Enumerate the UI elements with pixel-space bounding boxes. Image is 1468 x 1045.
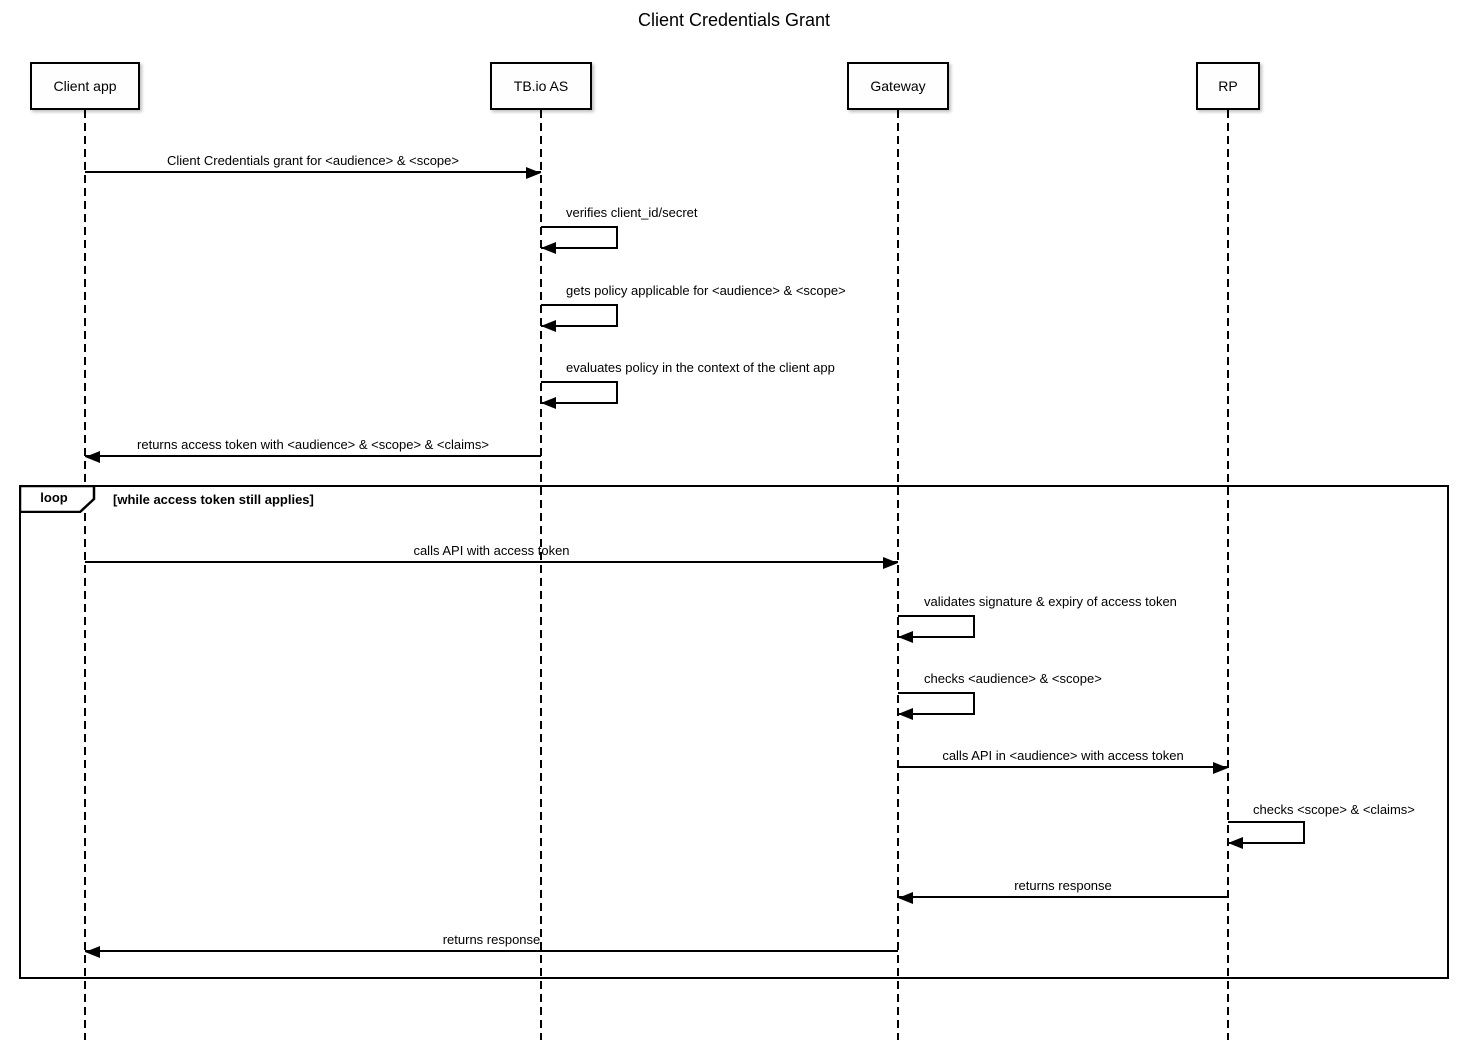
lifeline-gateway xyxy=(897,110,899,1040)
message-line xyxy=(85,950,898,952)
actor-gateway: Gateway xyxy=(847,62,949,110)
arrowhead-left-icon xyxy=(541,320,556,332)
message-line xyxy=(85,561,898,563)
arrowhead-left-icon xyxy=(1228,837,1243,849)
self-message-validates-signature xyxy=(898,615,975,643)
arrowhead-left-icon xyxy=(541,242,556,254)
arrowhead-left-icon xyxy=(898,708,913,720)
arrowhead-left-icon xyxy=(541,397,556,409)
actor-label: Gateway xyxy=(870,78,926,94)
self-message-label: verifies client_id/secret xyxy=(566,205,698,220)
actor-label: Client app xyxy=(53,78,117,94)
message-line xyxy=(898,896,1228,898)
loop-operator-label: loop xyxy=(40,490,68,505)
arrowhead-left-icon xyxy=(85,946,100,958)
diagram-title: Client Credentials Grant xyxy=(637,10,831,30)
message-label: calls API in <audience> with access toke… xyxy=(942,748,1184,763)
self-message-label: evaluates policy in the context of the c… xyxy=(566,360,835,375)
message-line xyxy=(898,766,1228,768)
message-label: returns response xyxy=(1014,878,1112,893)
lifeline-tbio-as xyxy=(540,110,542,1040)
message-label: returns access token with <audience> & <… xyxy=(137,437,489,452)
self-message-evaluates-policy xyxy=(541,381,618,409)
message-label: Client Credentials grant for <audience> … xyxy=(167,153,459,168)
message-returns-response-gateway-client: returns response xyxy=(85,928,898,958)
arrowhead-right-icon xyxy=(526,167,541,179)
message-returns-response-rp-gateway: returns response xyxy=(898,874,1228,904)
self-message-label: checks <scope> & <claims> xyxy=(1253,802,1415,817)
self-message-checks-audience-scope xyxy=(898,692,975,720)
arrowhead-right-icon xyxy=(883,557,898,569)
actor-rp: RP xyxy=(1196,62,1260,110)
self-message-label: checks <audience> & <scope> xyxy=(924,671,1102,686)
arrowhead-left-icon xyxy=(898,631,913,643)
actor-tbio-as: TB.io AS xyxy=(490,62,592,110)
loop-fragment: loop [while access token still applies] xyxy=(19,485,1449,979)
arrowhead-left-icon xyxy=(898,892,913,904)
self-message-verifies-client-id-secret xyxy=(541,226,618,254)
message-client-credentials-grant: Client Credentials grant for <audience> … xyxy=(85,149,541,179)
message-label: calls API with access token xyxy=(413,543,570,558)
message-label: returns response xyxy=(442,932,541,947)
actor-label: RP xyxy=(1218,78,1238,94)
message-returns-access-token: returns access token with <audience> & <… xyxy=(85,433,541,463)
message-calls-api-in-audience: calls API in <audience> with access toke… xyxy=(898,744,1228,774)
self-message-label: gets policy applicable for <audience> & … xyxy=(566,283,846,298)
message-line xyxy=(85,455,541,457)
self-message-checks-scope-claims xyxy=(1228,821,1305,849)
actor-label: TB.io AS xyxy=(513,78,569,94)
loop-tab-icon xyxy=(19,485,96,513)
actor-client-app: Client app xyxy=(30,62,140,110)
loop-condition-label: [while access token still applies] xyxy=(113,492,314,507)
self-message-gets-policy xyxy=(541,304,618,332)
message-line xyxy=(85,171,541,173)
lifeline-rp xyxy=(1227,110,1229,1040)
message-calls-api-with-access-token: calls API with access token xyxy=(85,539,898,569)
self-message-label: validates signature & expiry of access t… xyxy=(924,594,1177,609)
arrowhead-left-icon xyxy=(85,451,100,463)
lifeline-client-app xyxy=(84,110,86,1040)
arrowhead-right-icon xyxy=(1213,762,1228,774)
